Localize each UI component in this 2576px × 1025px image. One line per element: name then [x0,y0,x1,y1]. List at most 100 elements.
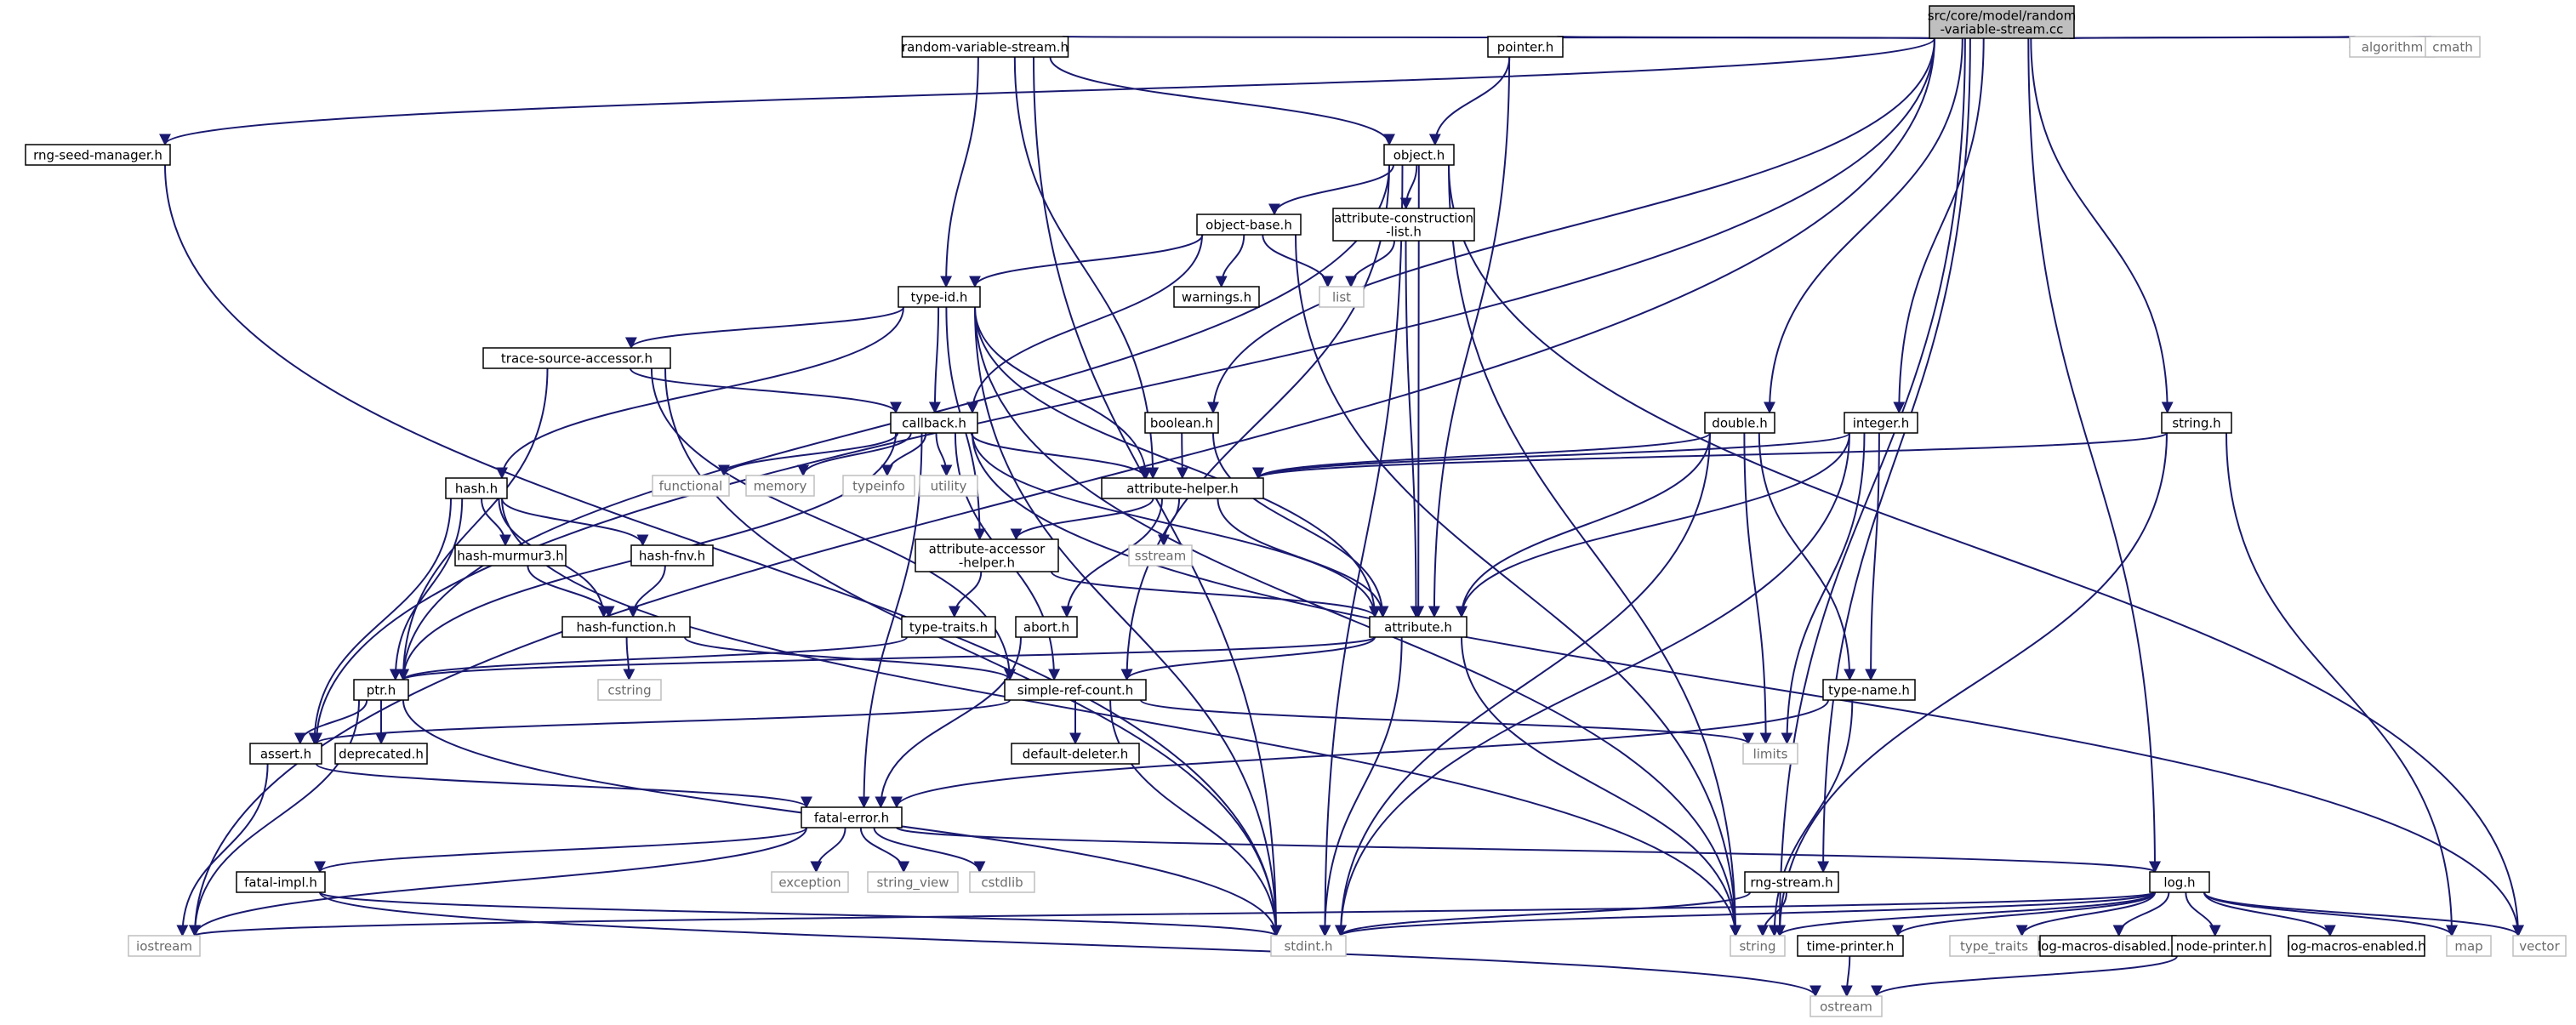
node-default-del[interactable]: default-deleter.h [1011,743,1140,765]
edge-object_base-to-warnings [1215,234,1245,288]
node-box [867,871,959,893]
node-box [482,347,671,369]
node-label: fatal-error.h [814,811,889,826]
node-callback[interactable]: callback.h [890,412,978,434]
node-root[interactable]: src/core/model/random-variable-stream.cc [1928,5,2076,39]
edge-hash-to-hash_fnv [501,498,649,547]
edge-attr_acc-to-type_traits_h [948,571,983,618]
edge-type_id-to-stdint [974,306,1282,937]
edge-type_traits_h-to-ptr [397,636,908,681]
node-box [901,36,1069,58]
node-double[interactable]: double.h [1704,412,1775,434]
node-label: ptr.h [367,683,396,698]
node-hash[interactable]: hash.h [445,477,508,499]
node-box [1730,935,1786,957]
node-abort[interactable]: abort.h [1015,616,1078,638]
node-utility: utility [919,475,978,497]
dependency-edges [159,35,2524,998]
node-algorithm: algorithm [2349,36,2436,58]
node-trace-src[interactable]: trace-source-accessor.h [482,347,671,369]
node-label: src/core/model/random [1928,9,2076,24]
node-integer[interactable]: integer.h [1844,412,1918,434]
node-box [771,871,849,893]
edge-log-to-iostream [190,891,2156,937]
node-rng-seed[interactable]: rng-seed-manager.h [25,144,171,166]
node-log[interactable]: log.h [2149,871,2210,893]
edge-hash-to-hash_murmur [481,498,511,547]
node-label: vector [2519,939,2560,954]
edge-object-to-attr_constr [1399,164,1418,210]
node-label: pointer.h [1497,40,1554,55]
node-label: utility [931,479,967,494]
node-label: -helper.h [959,555,1015,571]
node-ptr[interactable]: ptr.h [353,679,409,701]
node-attribute[interactable]: attribute.h [1369,616,1468,638]
node-box [1742,743,1798,765]
node-exception: exception [771,871,849,893]
node-box [1822,679,1916,701]
node-simple-ref[interactable]: simple-ref-count.h [1004,679,1147,701]
node-string-h[interactable]: string.h [2161,412,2232,434]
edge-log-to-log_en [2203,891,2336,937]
edge-object_base-to-callback [966,234,1203,414]
node-vector: vector [2512,935,2567,957]
node-attr-acc[interactable]: attribute-accessor-helper.h [915,538,1059,572]
node-log-dis[interactable]: log-macros-disabled.h [2037,935,2179,957]
node-box [898,286,981,308]
node-hash-murmur[interactable]: hash-murmur3.h [454,544,567,567]
node-type-name[interactable]: type-name.h [1822,679,1916,701]
node-node-printer[interactable]: node-printer.h [2171,935,2271,957]
node-type-traits-h[interactable]: type-traits.h [901,616,996,638]
node-log-en[interactable]: log-macros-enabled.h [2287,935,2426,957]
node-label: type-traits.h [909,620,988,635]
node-pointer[interactable]: pointer.h [1487,36,1564,58]
node-label: hash-function.h [577,620,676,635]
edge-double-to-type_name [1758,432,1856,681]
edge-assert-to-fatal_error [316,763,812,809]
node-object-base[interactable]: object-base.h [1196,214,1302,236]
node-attr-helper[interactable]: attribute-helper.h [1101,477,1264,499]
node-warnings[interactable]: warnings.h [1173,286,1260,308]
node-rng-stream[interactable]: rng-stream.h [1744,871,1839,893]
node-label: list [1332,290,1351,305]
node-deprecated[interactable]: deprecated.h [334,743,428,765]
edge-callback-to-typeinfo [881,432,927,477]
node-box [128,935,201,957]
node-label: memory [754,479,807,494]
node-hash-func[interactable]: hash-function.h [561,616,691,638]
edge-callback-to-fatal_error [858,432,923,809]
edge-rvs_h-to-object [1049,56,1395,146]
edge-object-to-object_base [1268,164,1394,216]
node-type-id[interactable]: type-id.h [898,286,981,308]
node-assert[interactable]: assert.h [249,743,322,765]
edge-object-to-string [1448,164,1741,937]
edge-type_id-to-hash [496,306,904,480]
node-object[interactable]: object.h [1383,144,1455,166]
edge-root-to-assert [311,37,1935,745]
node-box [2171,935,2271,957]
node-label: sstream [1135,549,1186,564]
node-rvs-h[interactable]: random-variable-stream.h [901,36,1069,58]
node-attr-constr[interactable]: attribute-construction-list.h [1332,208,1475,242]
node-label: algorithm [2362,40,2423,55]
node-list: list [1319,286,1365,308]
node-label: attribute-construction [1334,211,1473,226]
edge-integer-to-stdint [1335,432,1850,937]
edge-integer-to-attr_helper [1252,432,1850,480]
node-label: iostream [136,939,192,954]
node-time-printer[interactable]: time-printer.h [1797,935,1904,957]
edge-fatal_impl-to-ostream [319,891,1821,998]
node-label: type-name.h [1828,683,1910,698]
node-box [597,679,662,701]
node-label: deprecated.h [339,747,424,762]
edge-root-to-boolean [1207,37,1935,414]
edge-root-to-string_h [2030,37,2174,414]
node-fatal-error[interactable]: fatal-error.h [801,806,903,829]
edge-hash-to-string [501,498,1741,937]
node-hash-fnv[interactable]: hash-fnv.h [630,544,714,567]
edge-double-to-attr_helper [1252,432,1711,480]
node-box [969,871,1035,893]
node-boolean[interactable]: boolean.h [1144,412,1219,434]
edge-log-to-map [2203,891,2458,937]
node-fatal-impl[interactable]: fatal-impl.h [236,871,326,893]
